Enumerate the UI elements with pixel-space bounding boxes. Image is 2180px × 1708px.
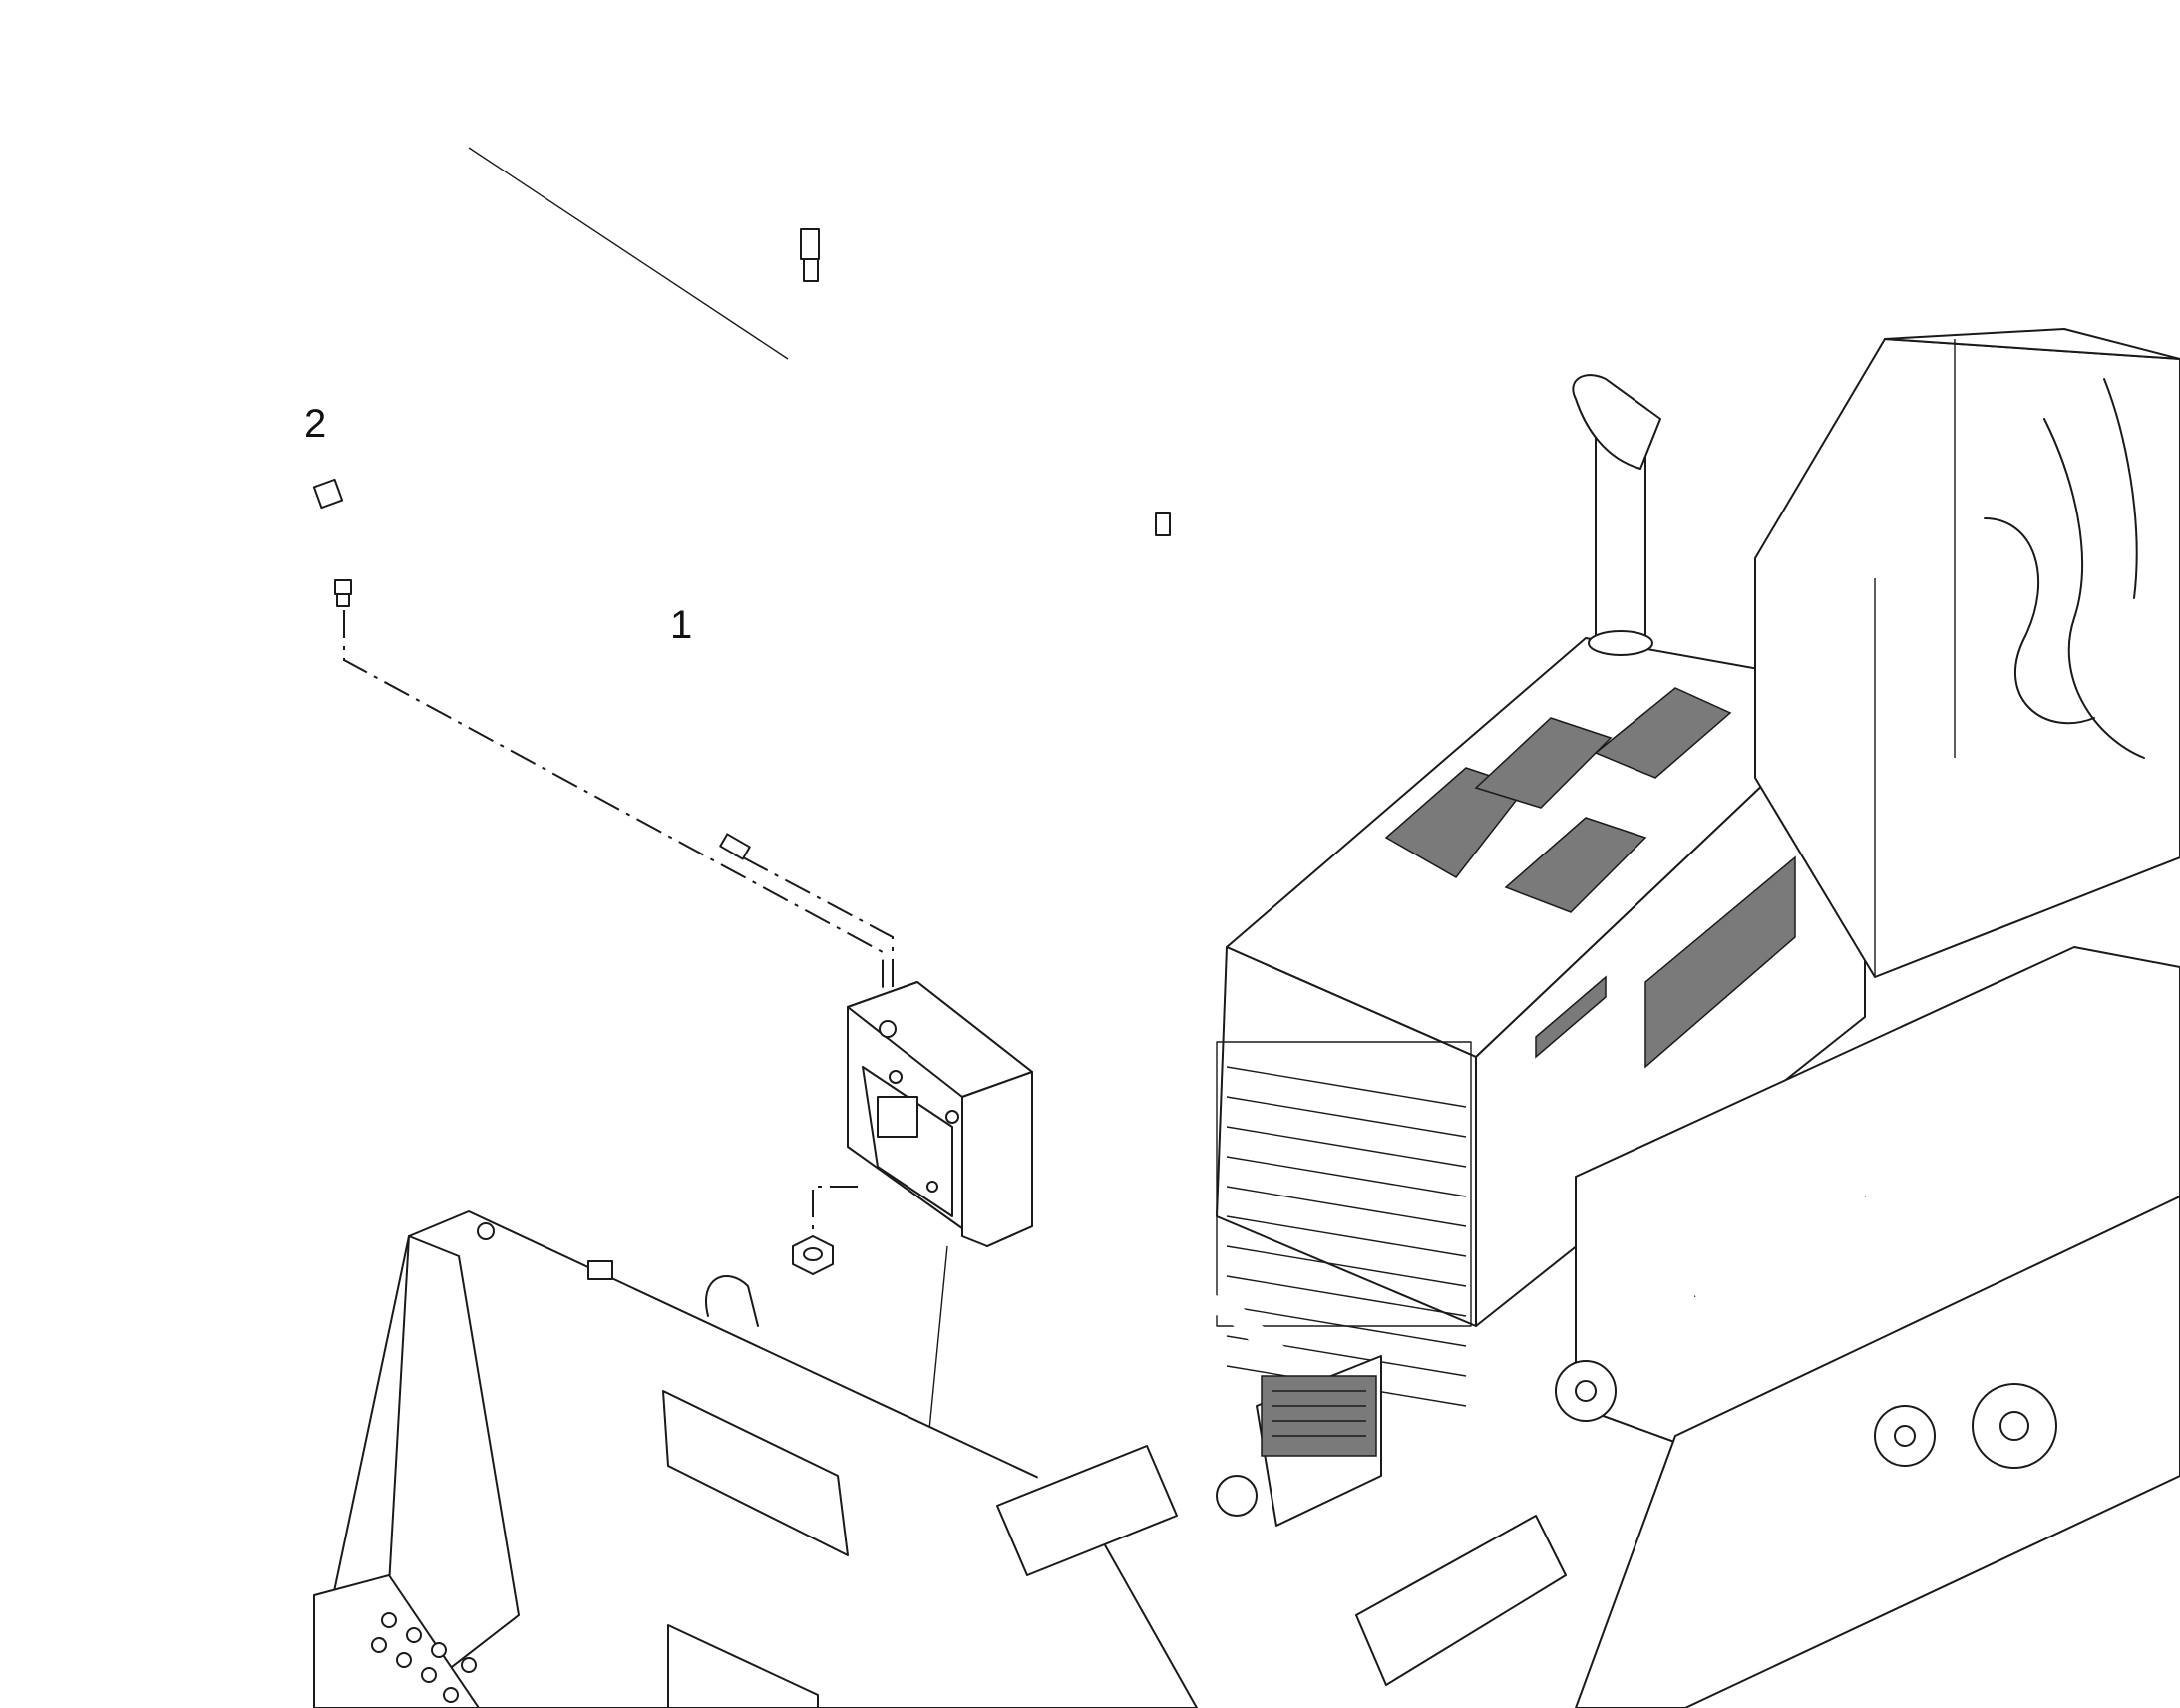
hose-item-2[interactable] [312, 19, 820, 607]
blade-lift-arm [996, 1295, 1567, 1686]
engine-hood [1216, 637, 1866, 1407]
assembly-guide-lines [343, 610, 894, 1236]
radiator-grille [1226, 1066, 1467, 1407]
undercarriage-frame [1555, 946, 2180, 1708]
rear-cab-structure [1754, 328, 2180, 978]
exhaust-stack [1572, 374, 1661, 656]
dozer-blade [313, 1210, 1198, 1708]
hex-nut[interactable] [792, 1235, 834, 1275]
callout-label-1: 1 [670, 603, 692, 647]
hood-vent-panels [1384, 687, 1732, 913]
hose-item-1[interactable] [665, 222, 1171, 860]
mounting-box[interactable] [847, 981, 1033, 1247]
side-vent-panels [1535, 855, 1796, 1069]
blade-bolt-holes [371, 1612, 477, 1703]
leader-line [468, 147, 789, 360]
callout-label-2: 2 [304, 402, 326, 446]
